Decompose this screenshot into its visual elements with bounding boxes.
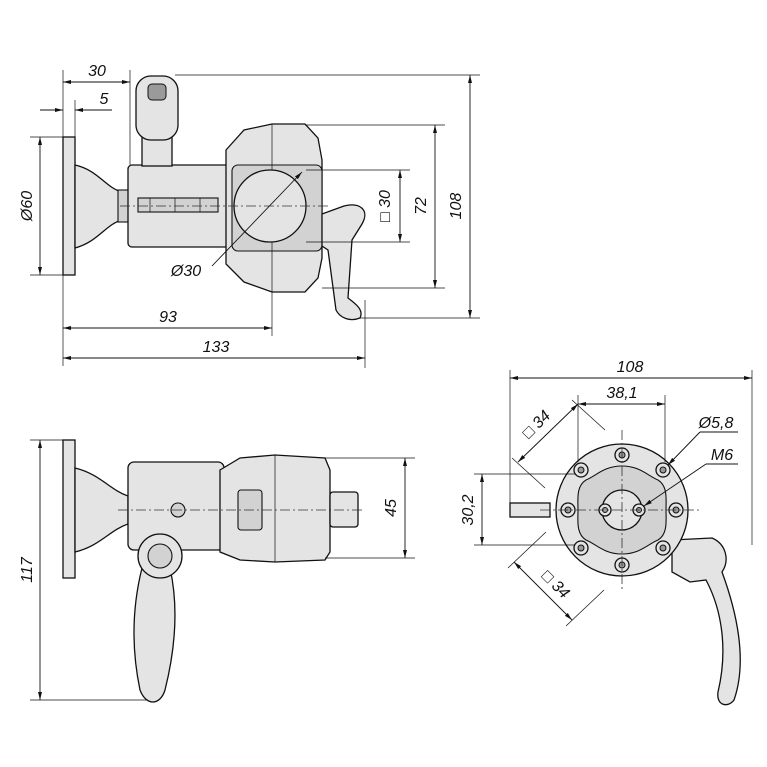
dim-108-label: 108 xyxy=(448,193,465,220)
dim-sq30-label: □ 30 xyxy=(377,190,394,222)
base-plate xyxy=(62,439,76,579)
dim-72-label: 72 xyxy=(413,197,430,215)
clamp-lever xyxy=(321,204,366,321)
dim-dia30-label: Ø30 xyxy=(170,263,201,280)
dim-108-label: 108 xyxy=(617,359,644,376)
arm-slot xyxy=(137,197,219,213)
pin xyxy=(329,491,359,528)
dim-133-label: 133 xyxy=(203,339,230,356)
handle-lever xyxy=(133,567,176,703)
ball-joint xyxy=(74,164,123,249)
base-plate xyxy=(62,136,76,276)
dim-dia5-8-label: Ø5,8 xyxy=(698,415,734,432)
dim-5-label: 5 xyxy=(100,91,109,108)
dim-30-label: 30 xyxy=(88,63,106,80)
dim-117-label: 117 xyxy=(19,556,36,583)
dim-93-label: 93 xyxy=(159,309,177,326)
handle-neck xyxy=(141,135,173,167)
handle-lever xyxy=(671,537,741,706)
end-view: 108 38,1 □ 34 Ø5,8 M6 30,2 □ 34 xyxy=(460,359,753,706)
side-view: 117 45 xyxy=(19,439,415,703)
dim-30-2-label: 30,2 xyxy=(460,494,477,525)
dim-dia60-label: Ø60 xyxy=(19,191,36,222)
top-handle xyxy=(135,75,179,141)
dim-sq34-top-label: □ 34 xyxy=(520,407,555,442)
dim-38-1-label: 38,1 xyxy=(606,385,637,402)
dim-m6-label: M6 xyxy=(711,447,733,464)
dim-45-label: 45 xyxy=(383,499,400,517)
handle-cap xyxy=(147,83,167,101)
dim-sq34-bottom-label: □ 34 xyxy=(538,568,573,603)
top-view: 30 5 Ø60 Ø30 93 133 □ 30 72 xyxy=(19,63,480,368)
